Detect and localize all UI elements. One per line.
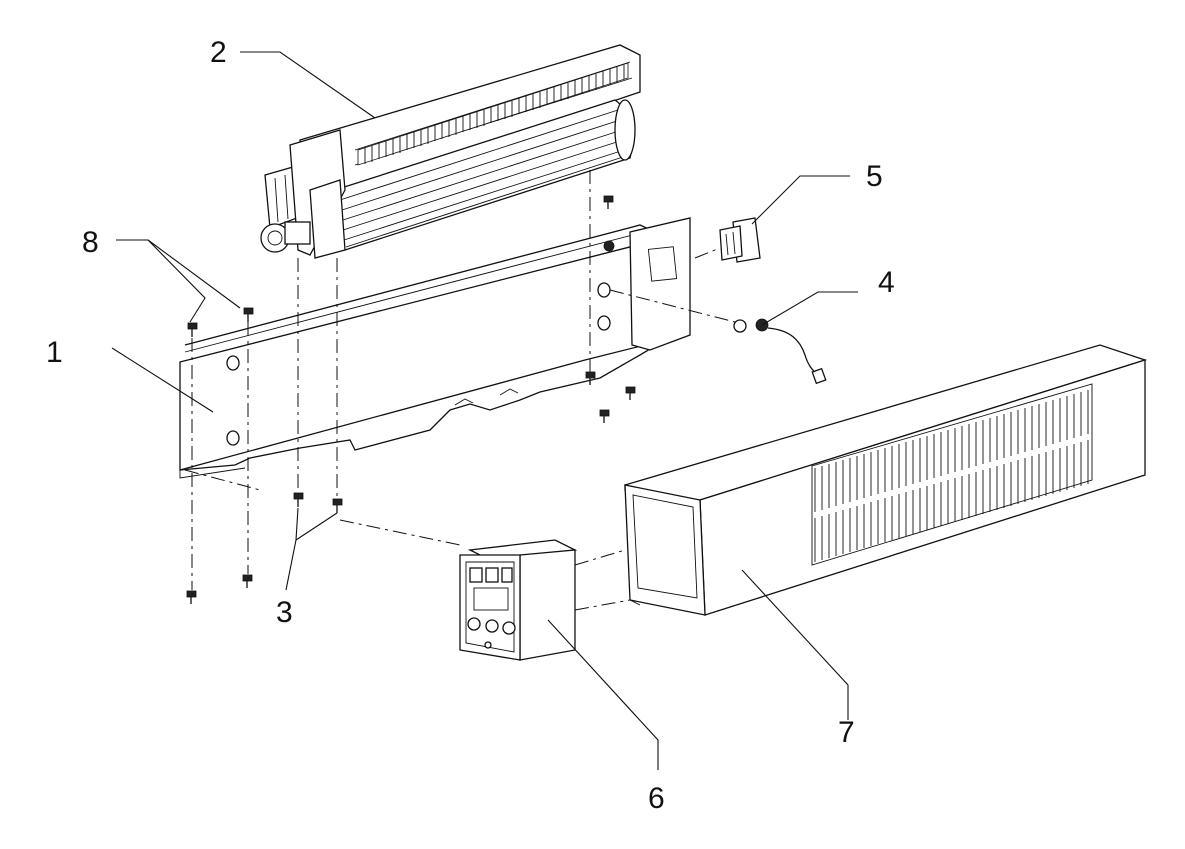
leader-lines	[111, 51, 858, 770]
blower-assembly	[260, 44, 641, 259]
screw-lower-left	[186, 590, 197, 604]
screw-rail-3	[599, 409, 610, 423]
chassis-holes	[226, 240, 615, 446]
callout-2: 2	[210, 36, 227, 69]
screw-part-3b	[332, 498, 343, 513]
base-chassis	[179, 217, 691, 479]
temperature-sensor	[733, 318, 827, 385]
screw-top-right	[603, 195, 614, 209]
blower-grille	[357, 62, 629, 166]
blower-drum	[331, 99, 636, 251]
callout-1: 1	[46, 336, 63, 369]
rocker-switch	[719, 217, 761, 263]
callout-4: 4	[878, 266, 895, 299]
screw-part-3a	[293, 492, 304, 507]
screw-part-8a	[187, 322, 198, 337]
assembly-axes	[184, 170, 736, 611]
callout-7: 7	[838, 716, 855, 749]
callout-5: 5	[866, 160, 883, 193]
screw-rail-1	[585, 371, 596, 385]
callout-6: 6	[648, 782, 665, 815]
screw-rail-2	[625, 386, 636, 400]
cover-housing	[624, 344, 1148, 616]
callout-8: 8	[82, 226, 99, 259]
screw-part-8b	[243, 307, 254, 322]
callout-3: 3	[276, 596, 293, 629]
callout-labels: 1 2 3 4 5 6 7 8	[46, 36, 895, 815]
screws	[186, 195, 636, 604]
control-end-cap	[459, 539, 578, 661]
blower-motor	[260, 129, 346, 259]
cover-vents	[811, 383, 1093, 566]
screw-lower-mid	[242, 574, 253, 588]
